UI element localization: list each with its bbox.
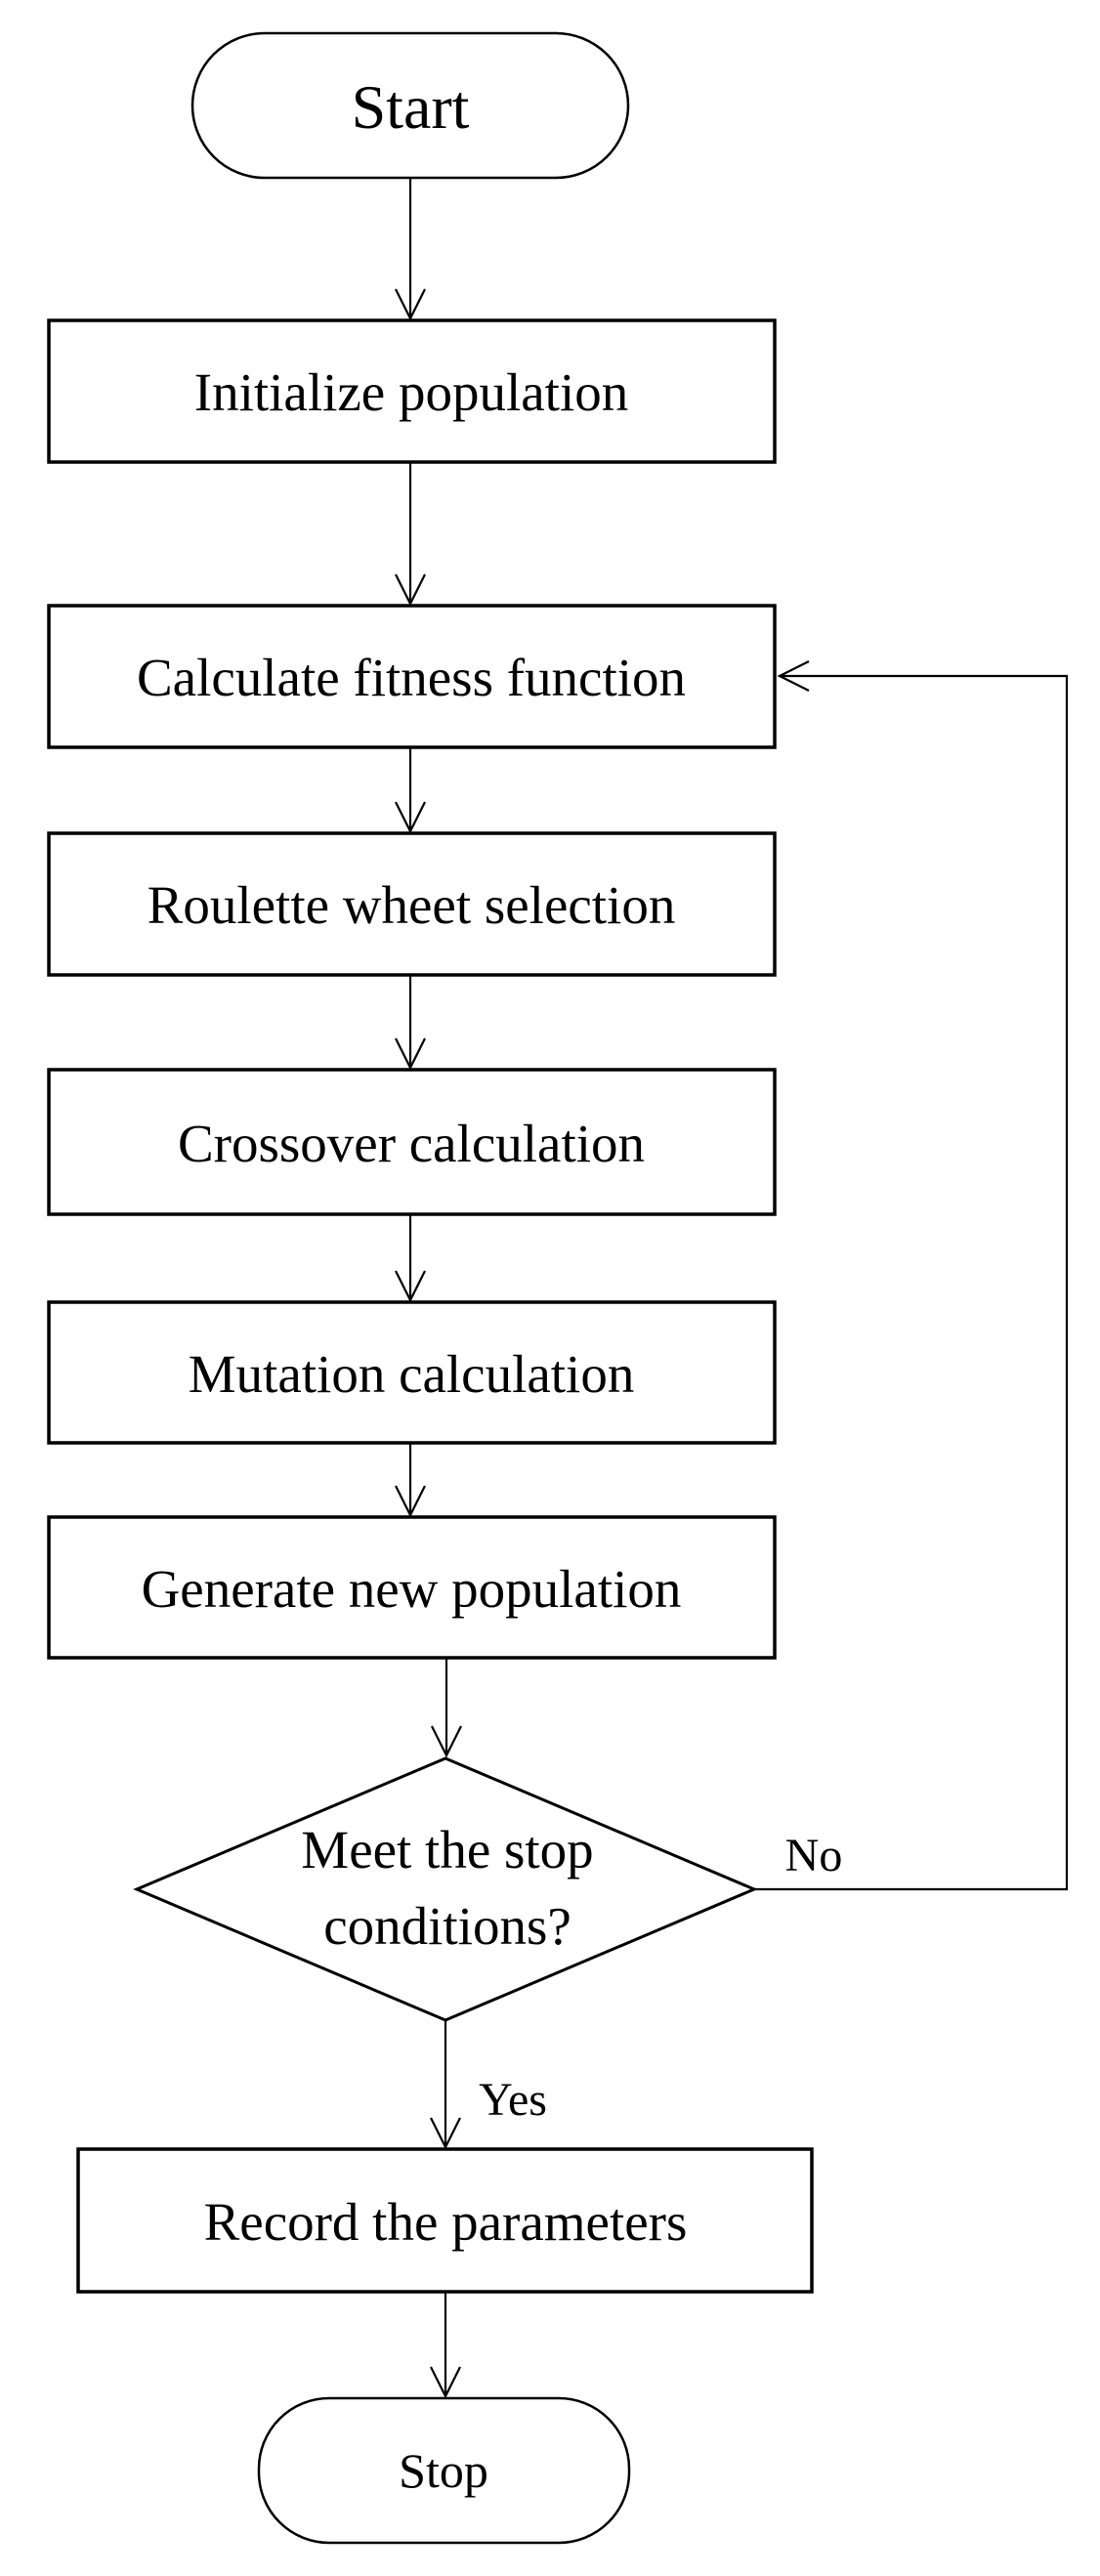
arrow-roulette-to-crossover <box>395 975 426 1071</box>
arrow-fitness-to-roulette <box>395 747 426 834</box>
initialize-population-shape <box>47 318 777 464</box>
node-record-parameters: Record the parameters <box>76 2147 814 2294</box>
node-start: Start <box>190 31 630 180</box>
node-roulette-selection: Roulette wheet selection <box>47 831 777 977</box>
decision-diamond-shape <box>133 1756 758 2022</box>
start-label: Start <box>352 72 470 142</box>
mutation-calculation-label: Mutation calculation <box>189 1344 635 1404</box>
node-calculate-fitness: Calculate fitness function <box>47 604 777 749</box>
crossover-calculation-shape <box>47 1068 777 1216</box>
arrow-mutation-to-generate <box>395 1443 426 1518</box>
calculate-fitness-shape <box>47 604 777 749</box>
mutation-calculation-shape <box>47 1300 777 1445</box>
no-edge-label: No <box>785 1830 843 1881</box>
stop-terminator-shape <box>257 2396 631 2545</box>
node-decision-stop-conditions: Meet the stop conditions? <box>133 1756 758 2022</box>
edge-no-feedback-loop: No <box>754 660 1069 1891</box>
generate-population-label: Generate new population <box>142 1559 682 1619</box>
arrow-generate-to-decision <box>431 1658 462 1758</box>
stop-label: Stop <box>399 2443 488 2498</box>
calculate-fitness-label: Calculate fitness function <box>137 648 686 707</box>
initialize-population-label: Initialize population <box>194 362 628 422</box>
roulette-selection-label: Roulette wheet selection <box>148 875 676 935</box>
roulette-selection-shape <box>47 831 777 977</box>
decision-label-line2: conditions? <box>323 1896 571 1956</box>
arrow-init-to-fitness <box>395 462 426 607</box>
arrow-crossover-to-mutation <box>395 1214 426 1303</box>
node-mutation-calculation: Mutation calculation <box>47 1300 777 1445</box>
arrow-record-to-stop <box>430 2292 461 2399</box>
record-parameters-label: Record the parameters <box>204 2192 688 2252</box>
node-generate-population: Generate new population <box>47 1515 777 1660</box>
arrow-decision-to-record: Yes <box>430 2020 547 2150</box>
node-initialize-population: Initialize population <box>47 318 777 464</box>
arrow-start-to-init <box>395 178 426 321</box>
record-parameters-shape <box>76 2147 814 2294</box>
node-stop: Stop <box>257 2396 631 2545</box>
crossover-calculation-label: Crossover calculation <box>178 1114 645 1173</box>
generate-population-shape <box>47 1515 777 1660</box>
node-crossover-calculation: Crossover calculation <box>47 1068 777 1216</box>
yes-edge-label: Yes <box>479 2074 547 2126</box>
decision-label-line1: Meet the stop <box>301 1820 593 1879</box>
